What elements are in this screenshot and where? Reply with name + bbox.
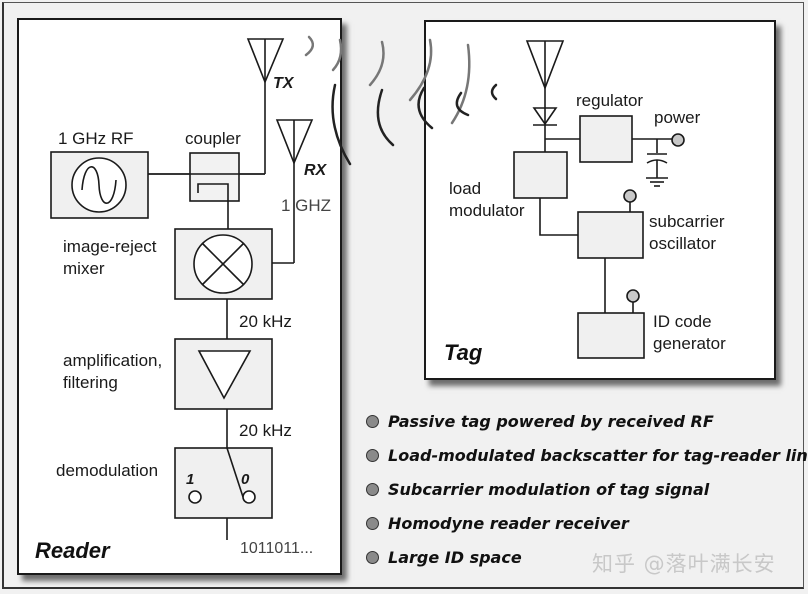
rx-label: RX — [304, 162, 327, 179]
subcarrier-label-line2: oscillator — [649, 234, 717, 253]
demodulation-block — [174, 447, 273, 519]
load-modulator-block — [513, 151, 568, 199]
id-code-label-line1: ID code — [653, 312, 712, 331]
regulator-label: regulator — [576, 91, 644, 110]
feature-text: Passive tag powered by received RF — [388, 411, 714, 431]
mixer-label-line1: image-reject — [63, 237, 157, 256]
if-frequency-label-2: 20 kHz — [239, 421, 292, 440]
load-modulator-label-line1: load — [449, 179, 482, 198]
load-modulator-label-line2: modulator — [449, 201, 525, 220]
feature-item: Subcarrier modulation of tag signal — [366, 472, 808, 506]
bullet-dot-icon — [366, 550, 379, 564]
coupler-label: coupler — [185, 129, 241, 148]
output-bits-label: 1011011... — [240, 540, 314, 557]
power-terminal-icon — [671, 133, 685, 147]
oscillator-terminal-icon — [623, 189, 637, 203]
id-generator-terminal-icon — [626, 289, 640, 303]
feature-text: Subcarrier modulation of tag signal — [388, 479, 710, 499]
mixer-icon — [193, 234, 253, 294]
tag-antenna-icon — [525, 40, 565, 152]
rx-antenna-icon — [275, 119, 314, 263]
tx-label: TX — [273, 75, 294, 92]
subcarrier-label-line1: subcarrier — [649, 212, 725, 231]
feature-item: Large ID space — [366, 540, 808, 574]
regulator-block — [579, 115, 633, 163]
feature-item: Load-modulated backscatter for tag-reade… — [366, 438, 808, 472]
id-code-generator-block — [577, 312, 645, 359]
id-code-label-line2: generator — [653, 334, 726, 353]
demodulation-label: demodulation — [56, 461, 159, 480]
subcarrier-oscillator-block — [577, 211, 644, 259]
feature-list: Passive tag powered by received RF Load-… — [366, 404, 808, 574]
reader-title: Reader — [35, 538, 110, 563]
amp-label-line2: filtering — [63, 373, 118, 392]
feature-item: Passive tag powered by received RF — [366, 404, 808, 438]
feature-text: Load-modulated backscatter for tag-reade… — [388, 445, 808, 465]
rf-source-label: 1 GHz RF — [58, 129, 134, 148]
switch-zero-label: 0 — [241, 471, 250, 488]
feature-item: Homodyne reader receiver — [366, 506, 808, 540]
ground-icon — [646, 177, 668, 187]
watermark: 知乎 @落叶满长安 — [592, 552, 776, 576]
switch-one-label: 1 — [186, 471, 195, 488]
sine-source-icon — [71, 157, 127, 213]
tx-antenna-icon — [246, 38, 285, 174]
capacitor-icon — [646, 139, 668, 178]
feature-text: Large ID space — [388, 547, 522, 567]
bullet-dot-icon — [366, 516, 379, 530]
bullet-dot-icon — [366, 482, 379, 496]
feature-text: Homodyne reader receiver — [388, 513, 629, 533]
amp-label-line1: amplification, — [63, 351, 163, 370]
tag-title: Tag — [444, 340, 483, 365]
bullet-dot-icon — [366, 448, 379, 462]
mixer-label-line2: mixer — [63, 259, 105, 278]
switch-icon — [188, 447, 256, 504]
if-frequency-label-1: 20 kHz — [239, 312, 292, 331]
coupler-block — [189, 152, 240, 202]
power-label: power — [654, 108, 701, 127]
amplifier-icon — [197, 350, 252, 400]
rx-frequency-label: 1 GHZ — [281, 196, 332, 215]
rf-wave-arcs — [304, 35, 498, 166]
bullet-dot-icon — [366, 414, 379, 428]
diode-icon — [532, 107, 558, 126]
